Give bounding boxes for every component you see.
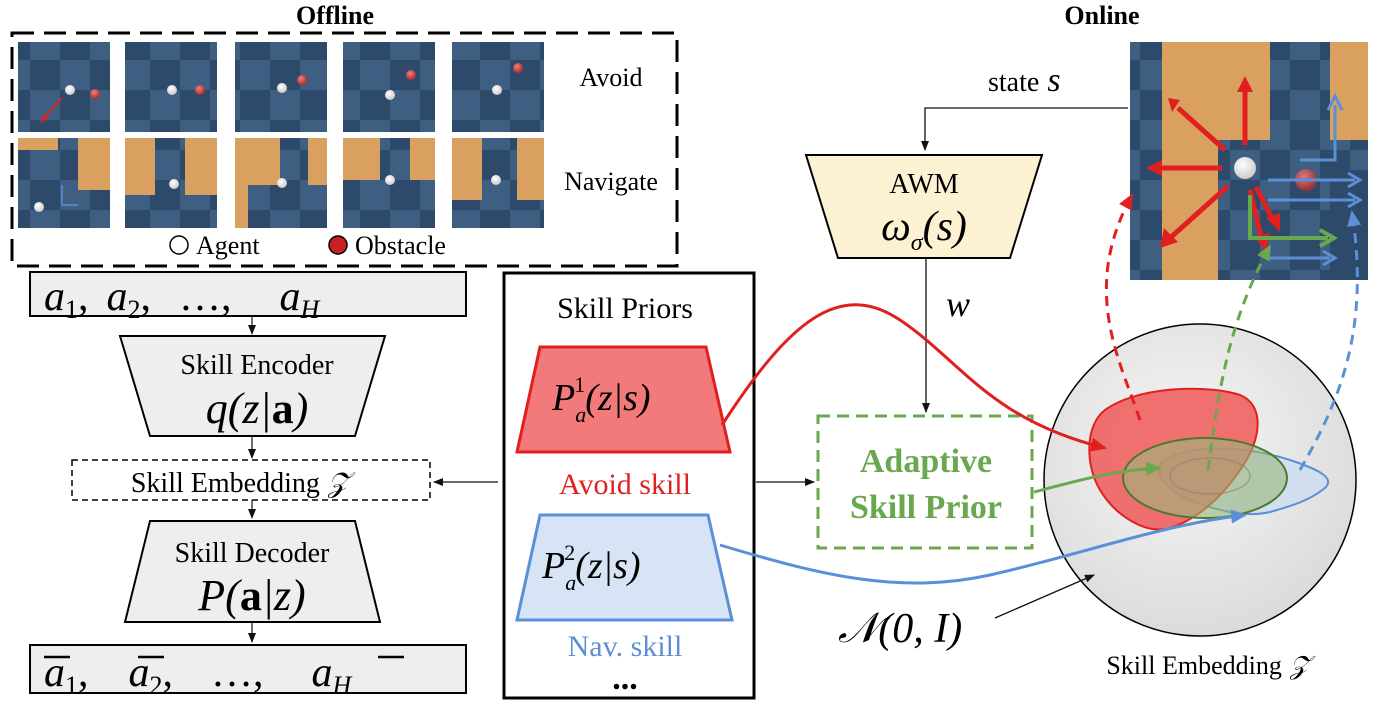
skill-encoder-formula: q(z|a) <box>206 384 309 433</box>
avoid-skill-label: Avoid skill <box>559 468 691 501</box>
arrow-state-to-awm <box>921 107 1128 151</box>
offline-title: Offline <box>296 1 374 30</box>
navigate-thumbnails <box>18 138 544 228</box>
navigate-thumb-4 <box>343 138 435 228</box>
nav-prior-curve <box>719 509 1247 585</box>
navigate-row-label: Navigate <box>564 167 658 196</box>
navigate-thumb-1 <box>18 138 110 228</box>
agent-legend-label: Agent <box>196 231 260 260</box>
arrow-normal-to-sphere <box>994 574 1095 619</box>
normal-prior-label: 𝒩(0, I) <box>838 606 962 652</box>
avoid-thumb-2 <box>125 42 217 132</box>
offline-panel <box>10 31 679 268</box>
skill-decoder-block: Skill Decoder P(a|z) <box>123 520 382 623</box>
weight-label: w <box>946 284 970 324</box>
navigate-thumb-5 <box>452 138 544 228</box>
navigate-thumb-2 <box>125 138 217 228</box>
avoid-prior-curve <box>720 303 1107 452</box>
online-environment-image <box>1130 42 1368 280</box>
reconstructed-actions-box: a1,a2,…,aH <box>29 644 467 700</box>
reconstructed-actions-text: a1,a2,…,aH <box>44 650 353 700</box>
adaptive-decode-dashed <box>1206 244 1272 471</box>
action-sequence-box: a1,a2,…,aH <box>29 271 467 324</box>
avoid-thumb-3 <box>235 42 327 132</box>
obstacle-legend-icon <box>328 235 348 255</box>
nav-skill-label: Nav. skill <box>568 630 683 663</box>
avoid-thumbnails <box>18 42 544 132</box>
avoid-thumb-5 <box>452 42 544 132</box>
avoid-thumb-1 <box>18 42 110 132</box>
adaptive-distribution-blob <box>1122 437 1288 519</box>
adaptive-action-arrow <box>1248 195 1339 248</box>
avoid-prior-block: Pa1(z|s) <box>515 345 732 454</box>
skill-decoder-formula: P(a|z) <box>197 571 305 620</box>
skill-priors-title: Skill Priors <box>557 292 693 325</box>
nav-decode-dashed <box>1298 210 1362 471</box>
agent-legend-icon <box>169 235 189 255</box>
adaptive-prior-box: Adaptive Skill Prior <box>816 414 1034 550</box>
embedding-sphere <box>1043 323 1357 637</box>
awm-block: AWM ωσ(s) <box>804 154 1044 259</box>
awm-formula: ωσ(s) <box>881 204 967 256</box>
awm-title: AWM <box>889 169 958 200</box>
nav-prior-block: Pa2(z|s) <box>515 513 734 622</box>
avoid-decode-dashed <box>1104 193 1142 421</box>
avoid-action-arrows <box>1146 76 1280 252</box>
nav-action-arrows <box>1268 92 1363 267</box>
adaptive-prior-line1: Adaptive <box>860 443 992 480</box>
skill-encoder-title: Skill Encoder <box>180 350 334 381</box>
adaptive-prior-curve <box>1033 461 1162 494</box>
online-title: Online <box>1064 1 1139 30</box>
skill-decoder-title: Skill Decoder <box>175 538 330 569</box>
navigate-thumb-3 <box>235 138 327 228</box>
action-sequence-text: a1,a2,…,aH <box>44 274 321 324</box>
avoid-thumb-4 <box>343 42 435 132</box>
nav-prior-formula: Pa2(z|s) <box>541 540 641 595</box>
skill-encoder-block: Skill Encoder q(z|a) <box>118 335 387 437</box>
adaptive-prior-line2: Skill Prior <box>850 489 1002 526</box>
avoid-prior-formula: Pa1(z|s) <box>551 372 651 427</box>
obstacle-legend-label: Obstacle <box>355 231 446 260</box>
offline-legend: Agent Obstacle <box>169 231 446 260</box>
avoid-row-label: Avoid <box>579 63 642 92</box>
skill-priors-panel <box>502 271 756 700</box>
more-priors-ellipsis: ... <box>612 660 638 697</box>
